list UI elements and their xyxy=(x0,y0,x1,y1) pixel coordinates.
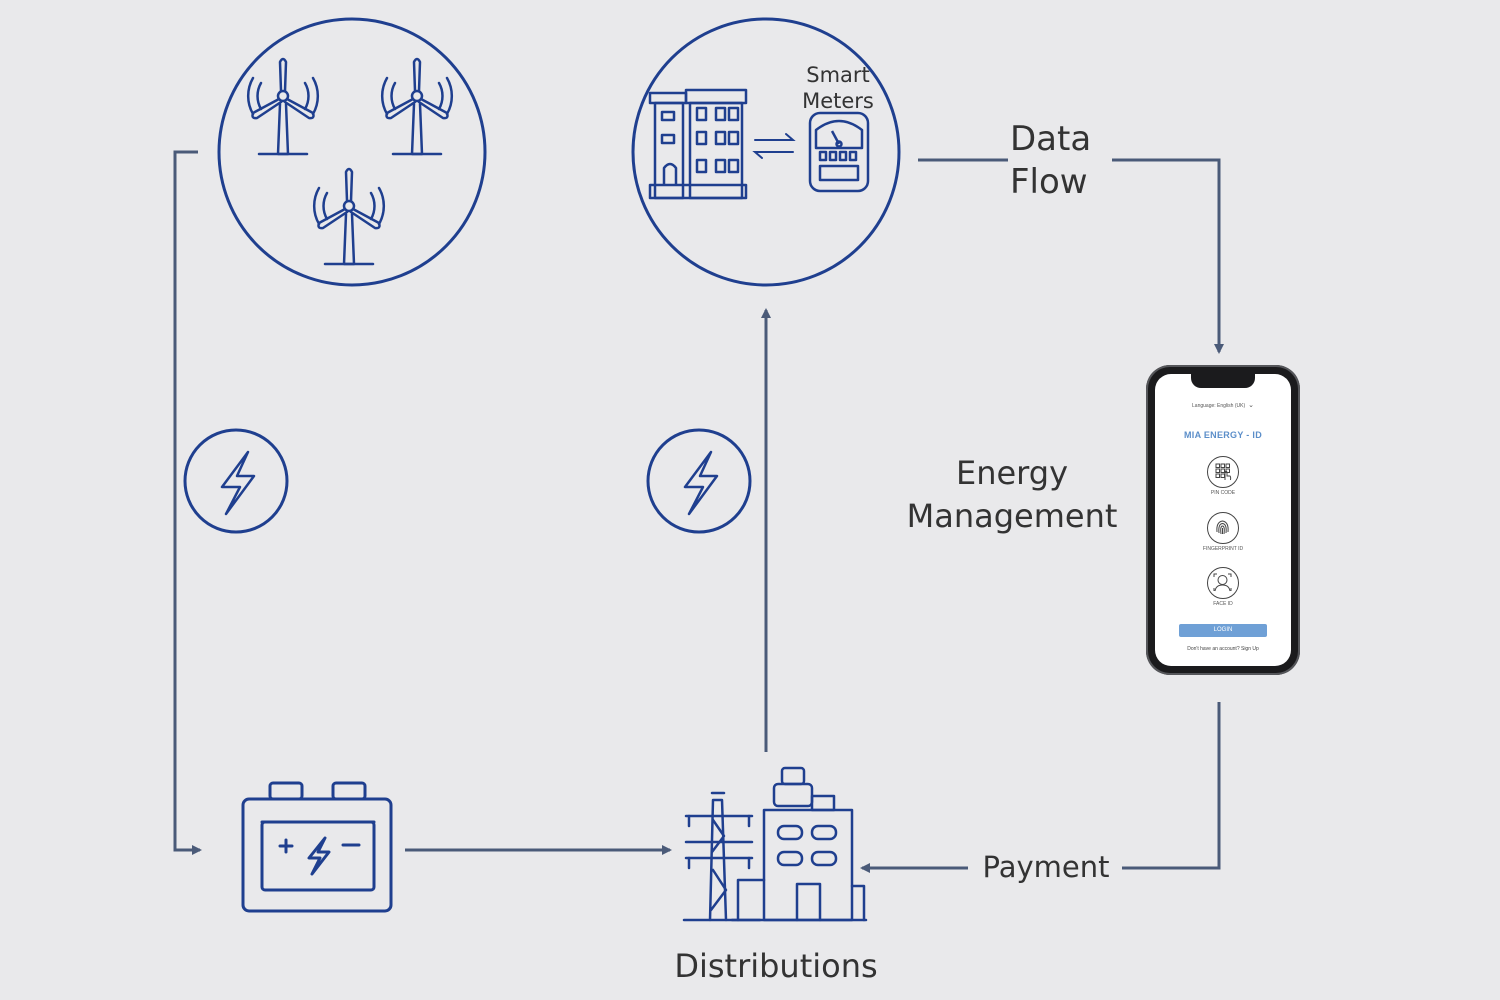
phone-notch xyxy=(1191,374,1255,388)
face-id-label: FACE ID xyxy=(1213,601,1233,607)
distributions-label: Distributions xyxy=(674,947,878,985)
substation-building-icon xyxy=(730,766,868,922)
data-flow-label: Data Flow xyxy=(1010,118,1110,204)
energy-management-label-line1: Energy xyxy=(955,454,1069,492)
smart-meters-label-line2: Meters xyxy=(802,89,874,113)
signup-link[interactable]: Don't have an account? Sign Up xyxy=(1187,646,1259,652)
data-flow-arrow xyxy=(1112,158,1224,354)
wind-farm-node xyxy=(217,17,487,287)
apartment-building-icon xyxy=(648,88,748,200)
keypad-icon xyxy=(1207,456,1239,488)
language-selector[interactable]: Language: English (UK)⌄ xyxy=(1155,401,1291,409)
payment-line-right xyxy=(1122,702,1221,870)
login-button[interactable]: LOGIN xyxy=(1179,624,1267,637)
data-flow-label-line1: Data xyxy=(1010,119,1092,159)
fingerprint-option[interactable]: FINGERPRINT ID xyxy=(1155,512,1291,552)
language-selector-label: Language: English (UK) xyxy=(1192,403,1246,409)
fingerprint-icon xyxy=(1207,512,1239,544)
fingerprint-label: FINGERPRINT ID xyxy=(1202,546,1244,552)
smartphone: Language: English (UK)⌄ MIA ENERGY - ID … xyxy=(1146,365,1300,675)
energy-management-label: Energy Management xyxy=(880,452,1144,538)
pin-code-option[interactable]: PIN CODE xyxy=(1155,456,1291,496)
exchange-arrows-icon xyxy=(752,133,796,159)
battery-icon xyxy=(241,781,393,913)
pin-code-label: PIN CODE xyxy=(1210,490,1236,496)
wind-to-battery-arrow xyxy=(173,150,202,855)
smart-meter-icon xyxy=(808,111,870,193)
wind-turbine-icon xyxy=(380,57,454,156)
face-id-option[interactable]: FACE ID xyxy=(1155,567,1291,607)
energy-management-label-line2: Management xyxy=(906,497,1118,535)
face-id-icon xyxy=(1207,567,1239,599)
lightning-icon xyxy=(183,428,289,534)
chevron-down-icon: ⌄ xyxy=(1248,402,1254,409)
phone-screen: Language: English (UK)⌄ MIA ENERGY - ID … xyxy=(1155,374,1291,666)
app-title: MIA ENERGY - ID xyxy=(1183,430,1262,440)
wind-turbine-icon xyxy=(312,167,386,266)
lightning-icon xyxy=(646,428,752,534)
smart-meters-label-line1: Smart xyxy=(806,63,870,87)
payment-label: Payment xyxy=(982,850,1110,884)
power-pylon-icon xyxy=(682,791,762,922)
smart-meters-label: Smart Meters xyxy=(790,62,886,114)
data-flow-label-line2: Flow xyxy=(1010,162,1088,202)
wind-turbine-icon xyxy=(246,57,320,156)
smart-meters-node xyxy=(631,17,901,287)
